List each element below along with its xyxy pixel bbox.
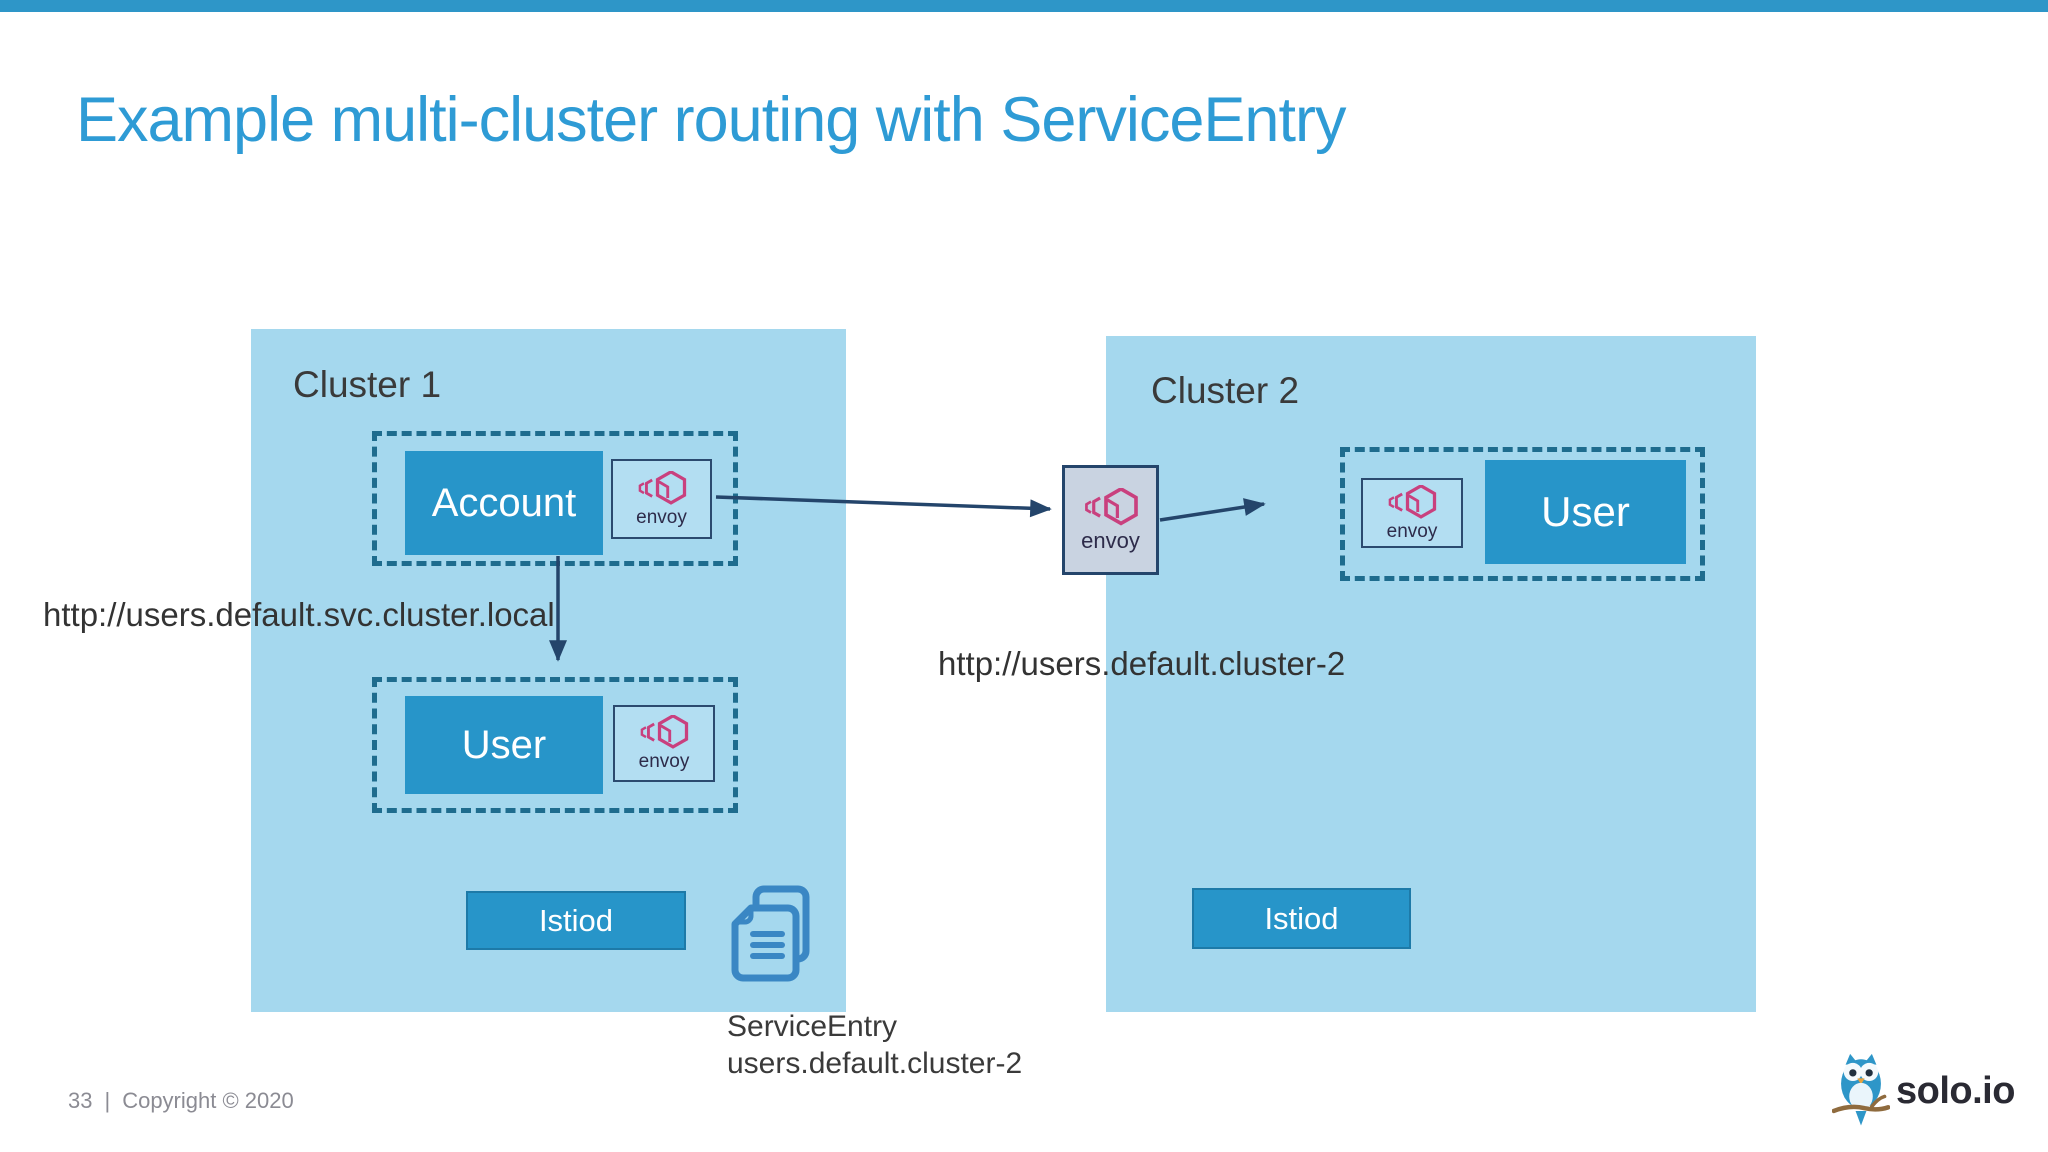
footer-divider: | xyxy=(104,1088,111,1113)
envoy-logo-icon xyxy=(640,715,689,749)
envoy-label: envoy xyxy=(636,506,687,528)
local-url-label: http://users.default.svc.cluster.local xyxy=(43,596,555,633)
service-entry-caption-line1: ServiceEntry xyxy=(727,1010,898,1043)
account-service-label: Account xyxy=(431,480,577,525)
user-service-label: User xyxy=(461,722,547,767)
envoy-logo-icon xyxy=(638,470,686,505)
user-pod-group-cluster1 xyxy=(372,677,738,813)
cluster-2-label: Cluster 2 xyxy=(1151,370,1300,411)
footer-page-number: 33 xyxy=(68,1088,93,1113)
istiod-box-cluster1: Istiod xyxy=(466,891,686,950)
user-service-box-cluster1: User xyxy=(405,696,603,794)
user-pod-group-cluster2 xyxy=(1340,447,1705,581)
service-entry-caption: ServiceEntry users.default.cluster-2 xyxy=(727,1008,1022,1082)
envoy-label: envoy xyxy=(638,751,690,773)
brand-name: solo.io xyxy=(1896,1069,2015,1112)
user-service-box-cluster2: User xyxy=(1485,460,1686,564)
envoy-logo-icon xyxy=(1388,484,1437,519)
footer-copyright: Copyright © 2020 xyxy=(122,1088,294,1113)
remote-url-label: http://users.default.cluster-2 xyxy=(938,645,1346,682)
envoy-label: envoy xyxy=(1386,520,1438,542)
cluster-1-label: Cluster 1 xyxy=(293,364,442,405)
ingress-gateway-envoy-box: envoy xyxy=(1062,465,1159,575)
user-service-label: User xyxy=(1541,488,1630,535)
account-envoy-sidecar-box: envoy xyxy=(611,459,712,539)
service-entry-caption-line2: users.default.cluster-2 xyxy=(727,1047,1023,1080)
istiod-box-cluster2: Istiod xyxy=(1192,888,1411,949)
owl-icon xyxy=(1832,1053,1890,1126)
envoy-label: envoy xyxy=(1081,527,1140,553)
service-entry-doc-icon xyxy=(720,884,810,993)
istiod-label: Istiod xyxy=(538,902,614,938)
page-title: Example multi-cluster routing with Servi… xyxy=(76,85,1346,155)
user-envoy-sidecar-box-cluster1: envoy xyxy=(613,705,715,782)
top-accent-bar xyxy=(0,0,2048,12)
istiod-label: Istiod xyxy=(1264,900,1339,936)
envoy-logo-icon xyxy=(1084,487,1138,526)
account-service-box: Account xyxy=(405,451,603,555)
user-envoy-sidecar-box-cluster2: envoy xyxy=(1361,478,1463,548)
brand-logo: solo.io xyxy=(1832,1050,2015,1132)
footer: 33 | Copyright © 2020 xyxy=(68,1088,294,1114)
